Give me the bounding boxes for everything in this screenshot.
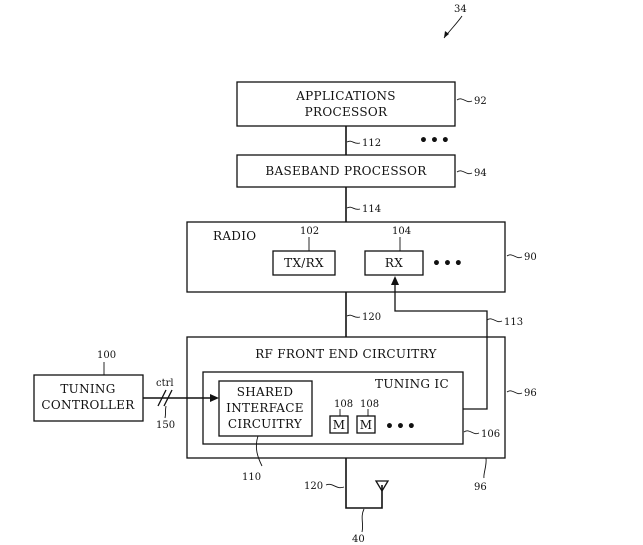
ref-40: 40 bbox=[352, 534, 365, 545]
ref-120-lower: 120 bbox=[304, 481, 323, 492]
shared-interface-block: SHARED INTERFACE CIRCUITRY bbox=[218, 380, 313, 437]
ctrl-bus-slash-2 bbox=[163, 389, 173, 407]
svg-text:APPLICATIONS: APPLICATIONS bbox=[295, 89, 396, 103]
tuning-ic-block: TUNING IC bbox=[202, 371, 464, 445]
ref-112-leader bbox=[346, 140, 361, 144]
svg-text:PROCESSOR: PROCESSOR bbox=[305, 105, 388, 119]
svg-text:M: M bbox=[333, 418, 346, 432]
ref-106-leader bbox=[463, 430, 480, 435]
svg-text:RADIO: RADIO bbox=[213, 229, 256, 243]
ref-106: 106 bbox=[481, 429, 500, 440]
ref-114: 114 bbox=[362, 204, 381, 215]
ref-110-leader bbox=[255, 435, 263, 467]
ref-90-leader bbox=[506, 254, 523, 259]
svg-text:TUNING IC: TUNING IC bbox=[375, 377, 449, 391]
ref-92-leader bbox=[456, 98, 473, 103]
ref-114-leader bbox=[346, 206, 361, 210]
svg-text:M: M bbox=[360, 418, 373, 432]
tuning-controller-block: TUNING CONTROLLER bbox=[33, 374, 144, 422]
ref-150: 150 bbox=[156, 420, 175, 431]
ref-150-leader bbox=[164, 405, 167, 419]
ellipsis-radio: ••• bbox=[432, 256, 465, 272]
rx-block: RX bbox=[364, 250, 424, 276]
ref-108-b: 108 bbox=[360, 399, 379, 410]
ref-120-upper: 120 bbox=[362, 312, 381, 323]
svg-text:BASEBAND PROCESSOR: BASEBAND PROCESSOR bbox=[265, 164, 427, 178]
svg-text:INTERFACE: INTERFACE bbox=[226, 401, 304, 415]
svg-text:CONTROLLER: CONTROLLER bbox=[41, 398, 135, 412]
module-m-b: M bbox=[356, 415, 376, 434]
ref-96-leader bbox=[506, 390, 523, 395]
svg-text:RX: RX bbox=[385, 256, 403, 270]
ctrl-bus-slash-1 bbox=[157, 389, 167, 407]
ref-94: 94 bbox=[474, 168, 487, 179]
ref-94-leader bbox=[456, 170, 473, 175]
ref-40-leader bbox=[361, 508, 365, 533]
svg-text:TX/RX: TX/RX bbox=[284, 256, 324, 270]
svg-text:RF FRONT END CIRCUITRY: RF FRONT END CIRCUITRY bbox=[255, 347, 437, 361]
ref-102: 102 bbox=[300, 226, 319, 237]
ref-92: 92 bbox=[474, 96, 487, 107]
svg-text:TUNING: TUNING bbox=[60, 382, 115, 396]
ref-108-a: 108 bbox=[334, 399, 353, 410]
ref-96: 96 bbox=[524, 388, 537, 399]
ref-90: 90 bbox=[524, 252, 537, 263]
ref-96-lower: 96 bbox=[474, 482, 487, 493]
ref-113-leader bbox=[486, 318, 503, 323]
ctrl-label: ctrl bbox=[156, 378, 174, 389]
ellipsis-ap: ••• bbox=[419, 133, 452, 149]
baseband-processor-block: BASEBAND PROCESSOR bbox=[236, 154, 456, 188]
ref-104: 104 bbox=[392, 226, 411, 237]
bus-120-lower bbox=[345, 458, 383, 509]
ellipsis-tuning: ••• bbox=[385, 419, 418, 435]
ref-120-upper-leader bbox=[346, 314, 361, 318]
svg-text:SHARED: SHARED bbox=[237, 385, 294, 399]
module-m-a: M bbox=[329, 415, 349, 434]
figure-ref: 34 bbox=[454, 4, 467, 15]
antenna-icon bbox=[374, 480, 390, 493]
ref-113: 113 bbox=[504, 317, 523, 328]
applications-processor-block: APPLICATIONS PROCESSOR bbox=[236, 81, 456, 127]
ref-96-lower-leader bbox=[483, 457, 487, 479]
txrx-block: TX/RX bbox=[272, 250, 336, 276]
feedback-arrowhead bbox=[391, 276, 399, 285]
ref-110: 110 bbox=[242, 472, 261, 483]
ref-100: 100 bbox=[97, 350, 116, 361]
figure-ref-arrowhead bbox=[444, 31, 449, 38]
ref-112: 112 bbox=[362, 138, 381, 149]
svg-text:CIRCUITRY: CIRCUITRY bbox=[228, 417, 303, 431]
ctrl-arrowhead bbox=[210, 394, 219, 402]
rf-front-end-block: RF FRONT END CIRCUITRY bbox=[186, 336, 506, 459]
ref-120-lower-leader bbox=[325, 483, 345, 489]
feedback-path-113 bbox=[394, 281, 488, 410]
